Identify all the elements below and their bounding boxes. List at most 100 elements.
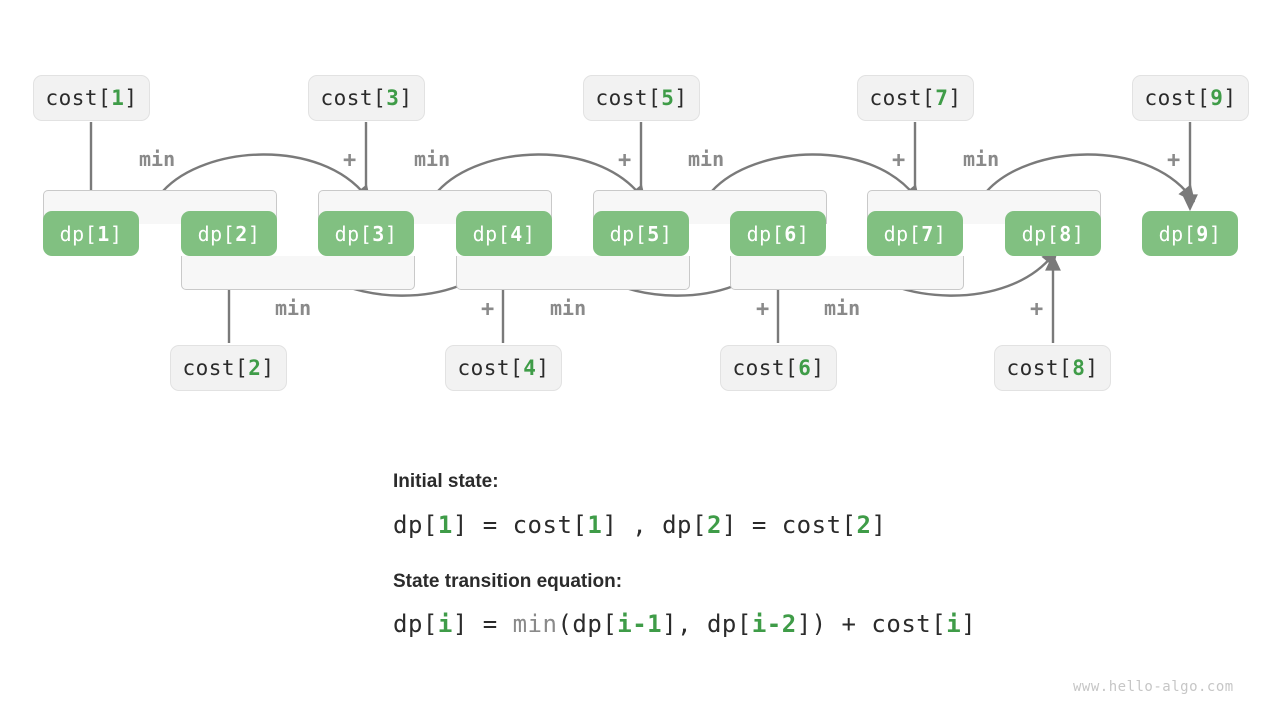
operator-label-min-bot-3: min [824, 296, 861, 320]
cost-node-5: cost[5] [583, 75, 700, 121]
dp-node-3: dp[3] [318, 211, 414, 256]
label-index: 1 [111, 86, 125, 110]
formula-token: dp[ [393, 511, 438, 539]
initial-state-caption: Initial state: [393, 471, 499, 492]
label-index: 1 [97, 221, 110, 246]
label-suffix: ] [109, 221, 123, 246]
label-index: 3 [372, 221, 385, 246]
cost-node-3: cost[3] [308, 75, 425, 121]
label-index: 9 [1196, 221, 1209, 246]
label-prefix: cost[ [182, 356, 249, 380]
watermark: www.hello-algo.com [1073, 679, 1234, 695]
label-suffix: ] [1071, 221, 1085, 246]
formula-token: 1 [587, 511, 603, 539]
label-suffix: ] [261, 356, 275, 380]
label-index: 8 [1072, 356, 1086, 380]
label-index: 5 [661, 86, 675, 110]
label-suffix: ] [247, 221, 261, 246]
label-index: 8 [1059, 221, 1072, 246]
operator-label-plus-top-2: + [618, 148, 632, 173]
operator-label-plus-top-4: + [1167, 148, 1181, 173]
formula-token: ] [961, 610, 977, 638]
label-prefix: cost[ [869, 86, 936, 110]
label-suffix: ] [1223, 86, 1237, 110]
cost-node-9: cost[9] [1132, 75, 1249, 121]
dp-node-4: dp[4] [456, 211, 552, 256]
cost-node-7: cost[7] [857, 75, 974, 121]
label-prefix: cost[ [45, 86, 112, 110]
formula-token: (dp[ [557, 610, 618, 638]
operator-label-min-top-1: min [139, 147, 176, 171]
label-prefix: dp[ [334, 221, 373, 246]
cost-node-1: cost[1] [33, 75, 150, 121]
formula-token: ] = cost[ [721, 511, 857, 539]
operator-label-plus-top-1: + [343, 148, 357, 173]
label-prefix: cost[ [457, 356, 524, 380]
formula-token: 2 [706, 511, 722, 539]
formula-token: ] = cost[ [452, 511, 588, 539]
operator-label-min-bot-1: min [275, 296, 312, 320]
dp-node-7: dp[7] [867, 211, 963, 256]
formula-token: 1 [437, 511, 453, 539]
operator-label-min-bot-2: min [550, 296, 587, 320]
dp-node-9: dp[9] [1142, 211, 1238, 256]
formula-token: ], dp[ [662, 610, 752, 638]
label-suffix: ] [796, 221, 810, 246]
cost-node-4: cost[4] [445, 345, 562, 391]
label-suffix: ] [522, 221, 536, 246]
label-suffix: ] [1208, 221, 1222, 246]
dp-node-8: dp[8] [1005, 211, 1101, 256]
initial-state-formula: dp[1] = cost[1] , dp[2] = cost[2] [393, 511, 886, 539]
label-index: 6 [784, 221, 797, 246]
operator-label-plus-bot-1: + [481, 297, 495, 322]
label-prefix: cost[ [320, 86, 387, 110]
dp-node-2: dp[2] [181, 211, 277, 256]
label-suffix: ] [399, 86, 413, 110]
label-index: 5 [647, 221, 660, 246]
formula-token: i-1 [617, 610, 663, 638]
label-suffix: ] [948, 86, 962, 110]
pair-bracket-bottom [181, 256, 415, 290]
operator-label-min-top-2: min [414, 147, 451, 171]
label-index: 6 [798, 356, 812, 380]
label-index: 2 [248, 356, 262, 380]
label-suffix: ] [933, 221, 947, 246]
label-suffix: ] [1085, 356, 1099, 380]
label-index: 9 [1210, 86, 1224, 110]
formula-token: 2 [856, 511, 872, 539]
label-prefix: dp[ [472, 221, 511, 246]
label-index: 4 [510, 221, 523, 246]
operator-label-min-top-3: min [688, 147, 725, 171]
label-prefix: dp[ [746, 221, 785, 246]
label-suffix: ] [811, 356, 825, 380]
operator-label-min-top-4: min [963, 147, 1000, 171]
label-prefix: dp[ [883, 221, 922, 246]
formula-token: ] = [452, 610, 513, 638]
transition-formula: dp[i] = min(dp[i-1], dp[i-2]) + cost[i] [393, 610, 976, 638]
pair-bracket-bottom [730, 256, 964, 290]
formula-token: ]) + cost[ [796, 610, 947, 638]
label-suffix: ] [124, 86, 138, 110]
label-prefix: dp[ [1021, 221, 1060, 246]
cost-node-2: cost[2] [170, 345, 287, 391]
label-prefix: dp[ [609, 221, 648, 246]
dp-node-1: dp[1] [43, 211, 139, 256]
label-index: 2 [235, 221, 248, 246]
formula-token: i-2 [751, 610, 797, 638]
label-prefix: dp[ [1158, 221, 1197, 246]
label-prefix: dp[ [59, 221, 98, 246]
cost-node-8: cost[8] [994, 345, 1111, 391]
formula-token: ] [871, 511, 887, 539]
transition-caption: State transition equation: [393, 571, 623, 592]
operator-label-plus-top-3: + [892, 148, 906, 173]
pair-bracket-bottom [456, 256, 690, 290]
operator-label-plus-bot-3: + [1030, 297, 1044, 322]
label-suffix: ] [536, 356, 550, 380]
label-index: 4 [523, 356, 537, 380]
label-suffix: ] [659, 221, 673, 246]
operator-label-plus-bot-2: + [756, 297, 770, 322]
cost-node-6: cost[6] [720, 345, 837, 391]
formula-token: i [437, 610, 453, 638]
dp-node-6: dp[6] [730, 211, 826, 256]
formula-token: min [512, 610, 558, 638]
